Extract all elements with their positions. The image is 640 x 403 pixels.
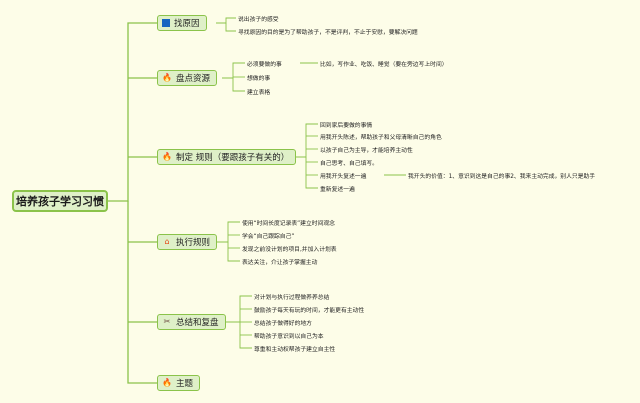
leaf-item[interactable]: 想做的事 bbox=[247, 76, 271, 82]
fire-icon: 🔥 bbox=[162, 73, 172, 82]
branch-review[interactable]: ✂ 总结和复盘 bbox=[157, 314, 226, 330]
home-icon: ⌂ bbox=[164, 237, 170, 246]
leaf-item[interactable]: 表达关注，介让孩子掌握主动 bbox=[242, 260, 318, 266]
fire-icon: 🔥 bbox=[162, 378, 172, 387]
leaf-item[interactable]: 自己思考、自己填写。 bbox=[320, 161, 378, 167]
flag-icon bbox=[162, 19, 170, 27]
leaf-item[interactable]: 重新复述一遍 bbox=[320, 187, 355, 193]
leaf-item[interactable]: 回到家后要做的事情 bbox=[320, 123, 373, 129]
leaf-item[interactable]: 使用“时间长度记录表”建立时间观念 bbox=[242, 221, 335, 227]
leaf-item[interactable]: 发现之前没计划的项目,并加入计划表 bbox=[242, 247, 337, 253]
leaf-item[interactable]: 寻找原因的目的是为了帮助孩子，不是评判，不止于安慰，要解决问题 bbox=[238, 30, 418, 36]
leaf-item[interactable]: 说出孩子的感受 bbox=[238, 17, 279, 23]
root-topic[interactable]: 培养孩子学习习惯 bbox=[12, 190, 108, 212]
branch-label: 执行规则 bbox=[176, 238, 211, 248]
leaf-item[interactable]: 必须要做的事 bbox=[247, 62, 282, 68]
branch-label: 主题 bbox=[176, 379, 194, 389]
leaf-item[interactable]: 用我开头陈述，帮助孩子和父母清晰自己的角色 bbox=[320, 135, 442, 141]
leaf-note[interactable]: 我开头的价值：1、意识到这是自己的事2、我来主动完成，别人只是助手 bbox=[408, 174, 596, 180]
tools-icon: ✂ bbox=[163, 317, 171, 326]
leaf-item[interactable]: 鼓励孩子每天有玩的时间，才能更有主动性 bbox=[254, 308, 365, 314]
branch-label: 盘点资源 bbox=[176, 74, 211, 84]
fire-icon: 🔥 bbox=[162, 152, 172, 161]
leaf-item[interactable]: 尊重和主动权帮孩子建立自主性 bbox=[254, 347, 336, 353]
leaf-item[interactable]: 总结孩子做得好的地方 bbox=[254, 321, 312, 327]
branch-execute[interactable]: ⌂ 执行规则 bbox=[157, 234, 218, 250]
leaf-item[interactable]: 帮助孩子意识到以自己为本 bbox=[254, 334, 324, 340]
branch-label: 找原因 bbox=[174, 19, 200, 29]
branch-rules[interactable]: 🔥 制定 规则（要跟孩子有关的） bbox=[157, 149, 297, 165]
leaf-item[interactable]: 学会“自己跟踪自己” bbox=[242, 234, 295, 240]
branch-label: 总结和复盘 bbox=[176, 318, 219, 328]
leaf-item[interactable]: 建立表格 bbox=[247, 90, 271, 96]
leaf-item[interactable]: 以孩子自己为主导，才能培养主动性 bbox=[320, 148, 413, 154]
branch-label: 制定 规则（要跟孩子有关的） bbox=[176, 153, 290, 163]
leaf-note[interactable]: 比如，写作业、吃饭、睡觉（要在旁边写上时间） bbox=[320, 62, 448, 68]
branch-find-reason[interactable]: 找原因 bbox=[157, 15, 207, 31]
branch-resources[interactable]: 🔥 盘点资源 bbox=[157, 70, 218, 86]
leaf-item[interactable]: 对计划与执行过程做养养总结 bbox=[254, 295, 330, 301]
branch-topic[interactable]: 🔥 主题 bbox=[157, 375, 201, 391]
leaf-item[interactable]: 用我开头复述一遍 bbox=[320, 174, 367, 180]
